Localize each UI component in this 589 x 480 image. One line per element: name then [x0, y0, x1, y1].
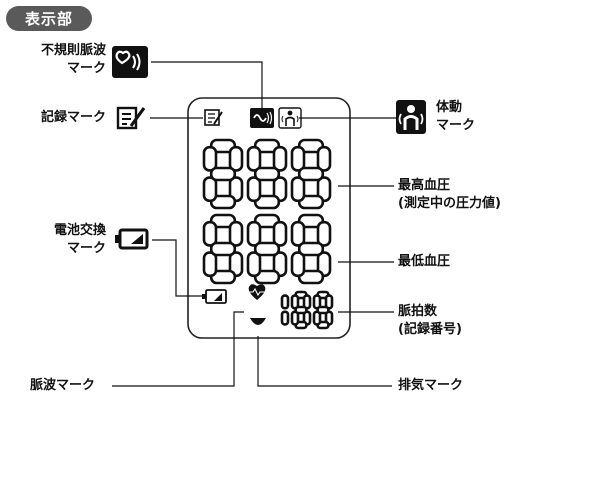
pulse-digit [280, 294, 290, 326]
label-memory: 記録マーク [40, 110, 106, 125]
diastolic-segment-b [272, 220, 288, 247]
label-systolic: 最高血圧 (測定中の圧力値) [398, 178, 501, 211]
leader-lines [112, 61, 396, 387]
systolic-segment-e [290, 176, 306, 203]
lcd-battery-icon [202, 289, 227, 304]
label-pulse-wave: 脈波マーク [30, 378, 96, 393]
pulse-digit [312, 290, 334, 330]
lcd-digit-layer [202, 138, 334, 330]
lcd-memo-icon [204, 109, 223, 126]
section-title: 表示部 [6, 6, 92, 31]
lcd-exhaust-icon [250, 318, 266, 325]
diastolic-segment-f [202, 220, 218, 247]
systolic-digit [202, 138, 244, 210]
systolic-segment-g [297, 166, 325, 182]
diastolic-segment-b [316, 220, 332, 247]
diastolic-segment-e [290, 251, 306, 278]
systolic-segment-e [246, 176, 262, 203]
systolic-segment-b [316, 145, 332, 172]
systolic-segment-g [209, 166, 237, 182]
label-exhaust: 排気マーク [398, 378, 464, 393]
lcd-person-motion-icon [278, 107, 302, 129]
diastolic-digit [246, 213, 288, 285]
lcd-frame [187, 97, 351, 339]
lcd-heart-wave-icon [250, 108, 274, 128]
memo-pencil-icon [115, 104, 147, 132]
systolic-digit [246, 138, 288, 210]
diastolic-segment-g [297, 241, 325, 257]
diastolic-segment-g [253, 241, 281, 257]
diastolic-digit [290, 213, 332, 285]
label-diastolic: 最低血圧 [398, 254, 451, 269]
irregular-pulse-icon [112, 46, 148, 78]
person-motion-icon [396, 100, 426, 134]
systolic-segment-g [253, 166, 281, 182]
label-irregular-pulse: 不規則脈波 マーク [40, 43, 106, 76]
systolic-digit [290, 138, 332, 210]
label-body-movement: 体動 マーク [436, 100, 476, 133]
pulse-segment-g [294, 305, 308, 315]
diastolic-segment-e [246, 251, 262, 278]
pulse-digit [290, 290, 312, 330]
diastolic-segment-b [228, 220, 244, 247]
systolic-segment-f [202, 145, 218, 172]
pulse-segment-c [280, 310, 290, 326]
diastolic-digit [202, 213, 244, 285]
systolic-segment-e [202, 176, 218, 203]
lcd-heart-icon [248, 284, 266, 300]
systolic-segment-f [246, 145, 262, 172]
battery-icon [114, 227, 150, 251]
diastolic-segment-e [202, 251, 218, 278]
systolic-segment-b [272, 145, 288, 172]
diastolic-segment-f [246, 220, 262, 247]
systolic-segment-b [228, 145, 244, 172]
diastolic-segment-f [290, 220, 306, 247]
label-battery: 電池交換 マーク [53, 223, 106, 256]
systolic-segment-f [290, 145, 306, 172]
pulse-segment-g [316, 305, 330, 315]
pulse-segment-b [280, 294, 290, 310]
diastolic-segment-g [209, 241, 237, 257]
label-pulse-rate: 脈拍数 (記録番号) [398, 304, 462, 337]
